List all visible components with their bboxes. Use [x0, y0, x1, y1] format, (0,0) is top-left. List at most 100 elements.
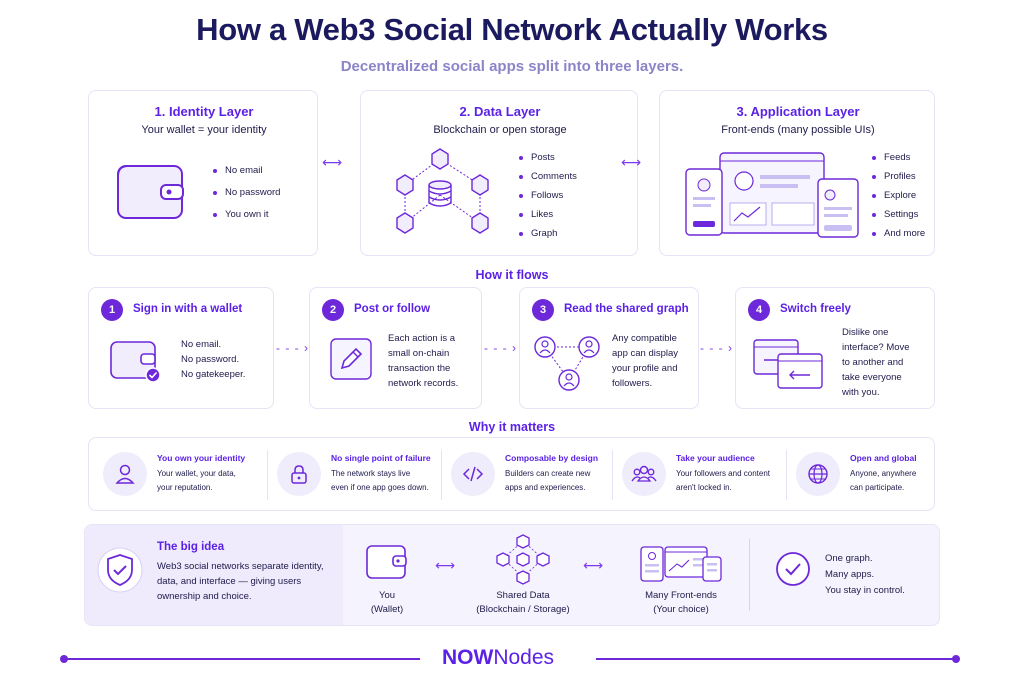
step-line: No gatekeeper.: [181, 369, 246, 380]
multi-app-interface-icon: [685, 152, 859, 238]
big-idea-panel: The big idea Web3 social networks separa…: [84, 524, 940, 626]
caption: (Wallet): [370, 604, 404, 615]
caption: (Blockchain / Storage): [476, 604, 570, 615]
flow-step: 4 Switch freely Dislike one interface? M…: [735, 287, 935, 409]
why-title: You own your identity: [157, 453, 246, 463]
blockchain-cubes-icon: [496, 534, 550, 585]
layer-title: 1. Identity Layer: [154, 104, 254, 119]
step-number: 2: [322, 299, 344, 321]
caption: (Your choice): [653, 604, 709, 615]
identity-layer-card: 1. Identity Layer Your wallet = your ide…: [88, 90, 318, 256]
wallet-icon: [366, 545, 407, 579]
layer-subtitle: Your wallet = your identity: [141, 124, 267, 136]
why-heading: Why it matters: [468, 420, 556, 434]
big-idea-line: Web3 social networks separate identity,: [157, 561, 324, 572]
step-line: Any compatible: [612, 333, 677, 344]
bidirectional-arrow-icon: ⟷: [583, 557, 604, 573]
step-title: Read the shared graph: [564, 303, 689, 315]
summary-line: You stay in control.: [825, 585, 905, 596]
why-line: even if one app goes down.: [331, 483, 429, 492]
step-line: No email.: [181, 339, 222, 350]
step-title: Post or follow: [354, 303, 431, 315]
dashed-arrow-icon: - - - ›: [700, 341, 733, 355]
step-line: network records.: [388, 378, 459, 389]
why-line: apps and experiences.: [505, 483, 586, 492]
bullet: And more: [872, 228, 925, 239]
front-ends-icon: [640, 546, 722, 582]
step-line: with you.: [842, 387, 880, 398]
bullet: Comments: [519, 171, 577, 182]
bullet: Explore: [872, 190, 925, 201]
application-layer-card: 3. Application Layer Front-ends (many po…: [659, 90, 935, 256]
summary-line: One graph.: [825, 553, 873, 564]
step-line: your profile and: [612, 363, 678, 374]
footer-line: [64, 658, 420, 660]
why-line: Your followers and content: [676, 469, 770, 478]
step-number: 1: [101, 299, 123, 321]
social-graph-icon: [534, 336, 600, 391]
why-line: Builders can create new: [505, 469, 591, 478]
bullet: Feeds: [872, 152, 925, 163]
bullet: Likes: [519, 209, 577, 220]
step-number: 3: [532, 299, 554, 321]
bullet: No password: [213, 187, 280, 198]
flow-step: 2 Post or follow Each action is a small …: [309, 287, 482, 409]
page-subtitle: Decentralized social apps split into thr…: [340, 58, 684, 75]
footer-dot: [952, 655, 960, 663]
why-title: Open and global: [850, 453, 917, 463]
dashed-arrow-icon: - - - ›: [484, 341, 517, 355]
lock-icon: [277, 452, 321, 496]
why-line: aren't locked in.: [676, 483, 732, 492]
footer-line: [596, 658, 956, 660]
check-circle-icon: [776, 552, 810, 586]
layer-title: 3. Application Layer: [736, 104, 860, 119]
wallet-check-icon: [110, 341, 161, 383]
step-line: interface? Move: [842, 342, 910, 353]
wallet-icon: [117, 165, 184, 219]
bullet: No email: [213, 165, 280, 176]
why-line: The network stays live: [331, 469, 411, 478]
caption: Many Front-ends: [645, 590, 717, 601]
pencil-icon: [330, 338, 372, 380]
bullet: Follows: [519, 190, 577, 201]
page-title: How a Web3 Social Network Actually Works: [196, 12, 828, 47]
bidirectional-arrow-icon: ⟷: [322, 154, 343, 170]
layer-title: 2. Data Layer: [459, 104, 541, 119]
layer-subtitle: Blockchain or open storage: [433, 124, 567, 136]
group-icon: [622, 452, 666, 496]
caption: You: [378, 590, 396, 601]
caption: Shared Data: [496, 590, 550, 601]
step-title: Switch freely: [780, 303, 851, 315]
big-idea-line: ownership and choice.: [157, 591, 252, 602]
code-icon: [451, 452, 495, 496]
bidirectional-arrow-icon: ⟷: [621, 154, 642, 170]
why-line: your reputation.: [157, 483, 213, 492]
blockchain-network-icon: [396, 148, 489, 234]
layer-subtitle: Front-ends (many possible UIs): [721, 124, 875, 136]
data-layer-card: 2. Data Layer Blockchain or open storage…: [360, 90, 638, 256]
why-title: No single point of failure: [331, 453, 431, 463]
big-idea-title: The big idea: [157, 541, 225, 553]
bullet: Graph: [519, 228, 577, 239]
step-line: app can display: [612, 348, 679, 359]
step-line: transaction the: [388, 363, 451, 374]
why-line: can participate.: [850, 483, 905, 492]
bidirectional-arrow-icon: ⟷: [435, 557, 456, 573]
bullet: Posts: [519, 152, 577, 163]
globe-icon: [796, 452, 840, 496]
flow-step: 1 Sign in with a wallet No email. No pas…: [88, 287, 274, 409]
step-number: 4: [748, 299, 770, 321]
why-title: Composable by design: [505, 453, 599, 463]
step-line: No password.: [181, 354, 240, 365]
step-line: small on-chain: [388, 348, 450, 359]
shield-check-icon: [97, 547, 143, 593]
step-title: Sign in with a wallet: [133, 303, 243, 315]
why-panel: You own your identity Your wallet, your …: [88, 437, 935, 511]
bullet: Settings: [872, 209, 925, 220]
step-line: Each action is a: [388, 333, 456, 344]
nownodes-logo: NOWNodes: [442, 646, 555, 669]
step-line: Dislike one: [842, 327, 889, 338]
why-title: Take your audience: [676, 453, 755, 463]
switch-windows-icon: [753, 339, 823, 389]
step-line: to another and: [842, 357, 904, 368]
